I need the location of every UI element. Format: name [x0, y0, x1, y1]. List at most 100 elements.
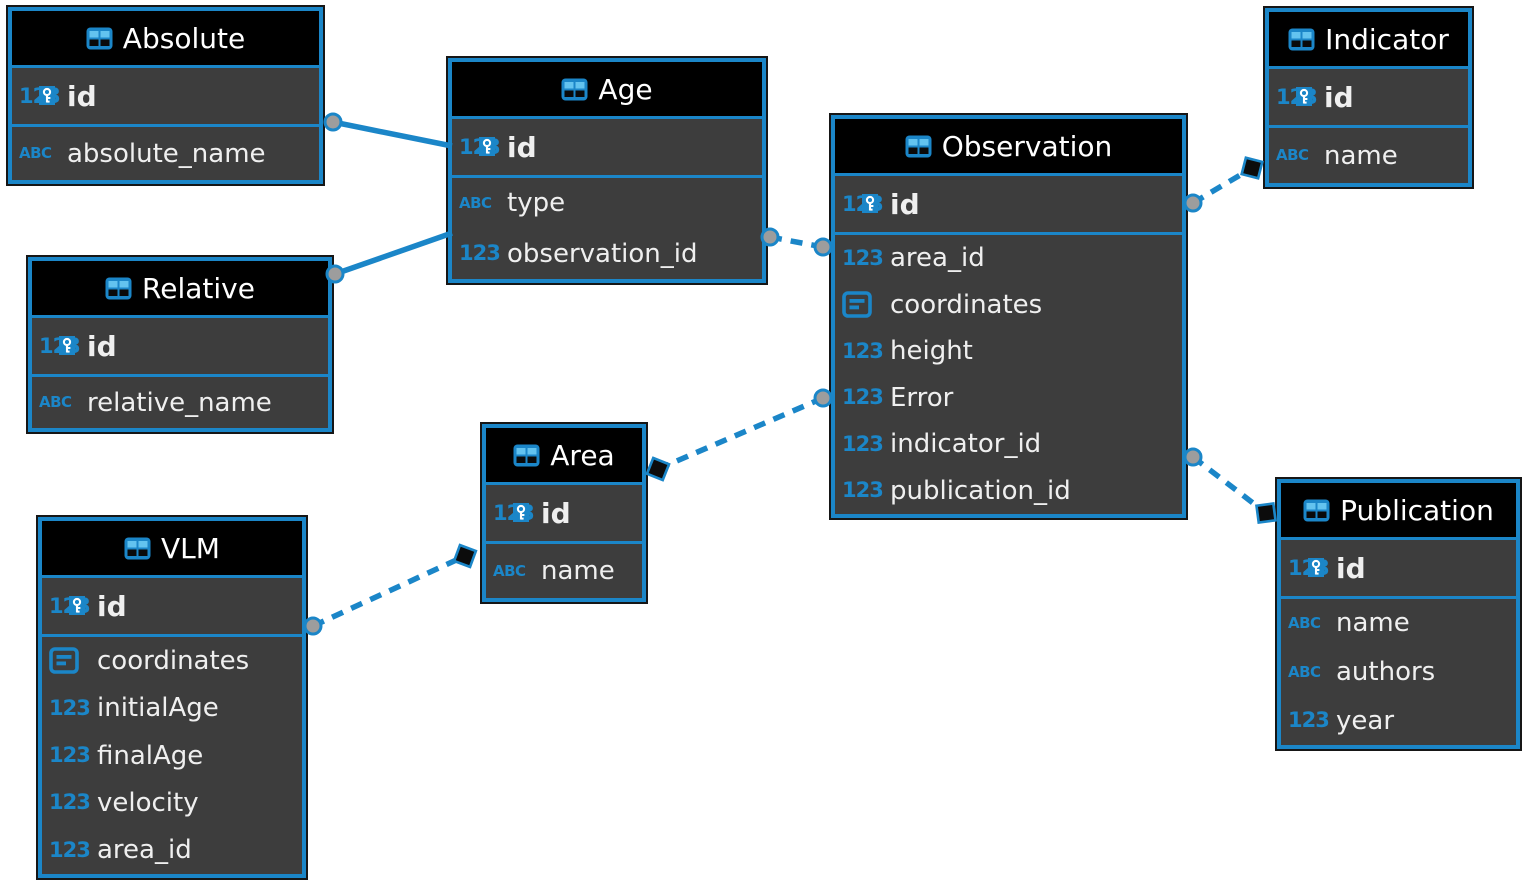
connection-relative-age[interactable]	[334, 230, 453, 277]
primary-key-row[interactable]: 123id	[12, 68, 319, 124]
connection-vlm-area[interactable]	[311, 553, 467, 629]
table-observation[interactable]: Observation 123id 123area_idcoordinates1…	[829, 113, 1188, 520]
primary-key-row[interactable]: 123id	[1281, 540, 1516, 596]
table-icon	[124, 537, 151, 560]
text-type-glyph: ABC	[493, 561, 526, 580]
column-row[interactable]: coordinates	[42, 637, 302, 684]
primary-key-row[interactable]: 123id	[42, 578, 302, 634]
number-type-icon: 123	[49, 839, 97, 861]
connection-observation-area[interactable]	[656, 395, 825, 472]
connection-observation-indicator[interactable]	[1191, 165, 1254, 206]
connection-absolute-age[interactable]	[332, 119, 453, 149]
table-indicator[interactable]: Indicator 123id ABC name	[1263, 6, 1474, 189]
column-row[interactable]: coordinates	[835, 282, 1182, 329]
text-type-icon: ABC	[39, 395, 87, 410]
number-type-icon: 123	[493, 502, 541, 524]
table-title: Publication	[1340, 493, 1494, 527]
column-name: coordinates	[97, 645, 250, 676]
table-header[interactable]: Area	[486, 428, 642, 482]
object-type-glyph	[842, 291, 872, 319]
header-divider	[835, 173, 1182, 176]
table-header[interactable]: Observation	[835, 119, 1182, 173]
column-name: authors	[1336, 657, 1436, 687]
number-type-icon: 123	[459, 243, 507, 264]
text-type-icon: ABC	[19, 146, 67, 161]
connection-endpoint-dot	[1183, 193, 1203, 213]
primary-key-icon	[513, 502, 529, 522]
column-name: name	[1324, 140, 1398, 171]
table-publication[interactable]: Publication 123id ABCnameABCauthors123ye…	[1275, 477, 1522, 751]
column-name: id	[1336, 551, 1366, 585]
primary-key-section: 123id	[12, 68, 319, 124]
section-divider	[835, 232, 1182, 235]
table-title: VLM	[161, 531, 220, 565]
header-divider	[486, 482, 642, 485]
table-vlm[interactable]: VLM 123id coordinates123initialAge123fin…	[36, 515, 308, 880]
table-header[interactable]: Publication	[1281, 483, 1516, 537]
table-title: Observation	[941, 129, 1113, 163]
column-name: name	[1336, 608, 1410, 639]
column-row[interactable]: ABC name	[1269, 128, 1468, 183]
primary-key-row[interactable]: 123id	[486, 485, 642, 541]
primary-key-row[interactable]: 123id	[1269, 69, 1468, 125]
table-header[interactable]: VLM	[42, 521, 302, 575]
number-type-glyph: 123	[49, 790, 91, 815]
columns-section: ABC name	[1269, 128, 1468, 183]
text-type-icon: ABC	[1288, 664, 1336, 680]
text-type-glyph: ABC	[1276, 146, 1309, 164]
header-divider	[12, 65, 319, 68]
primary-key-icon	[479, 136, 495, 156]
primary-key-row[interactable]: 123id	[32, 318, 328, 374]
table-header[interactable]: Age	[452, 62, 762, 116]
primary-key-icon	[69, 595, 85, 615]
column-name: finalAge	[97, 740, 204, 771]
section-divider	[12, 124, 319, 127]
number-type-icon: 123	[842, 433, 890, 455]
table-title: Indicator	[1325, 22, 1449, 56]
primary-key-icon	[39, 85, 55, 105]
primary-key-section: 123id	[486, 485, 642, 541]
column-name: height	[890, 336, 973, 367]
primary-key-row[interactable]: 123id	[452, 119, 762, 175]
connection-diamond	[1255, 502, 1277, 524]
table-header[interactable]: Relative	[32, 261, 328, 315]
table-header[interactable]: Absolute	[12, 11, 319, 65]
primary-key-section: 123id	[1269, 69, 1468, 125]
number-type-icon: 123	[49, 595, 97, 617]
table-header[interactable]: Indicator	[1269, 12, 1468, 66]
table-icon	[513, 444, 540, 467]
text-type-icon: ABC	[493, 561, 541, 580]
connection-observation-publication[interactable]	[1191, 454, 1268, 516]
column-name: id	[97, 589, 127, 623]
table-title: Age	[598, 72, 653, 106]
primary-key-row[interactable]: 123id	[835, 176, 1182, 232]
column-name: id	[67, 79, 97, 113]
column-name: id	[87, 329, 117, 363]
column-name: year	[1336, 705, 1395, 736]
